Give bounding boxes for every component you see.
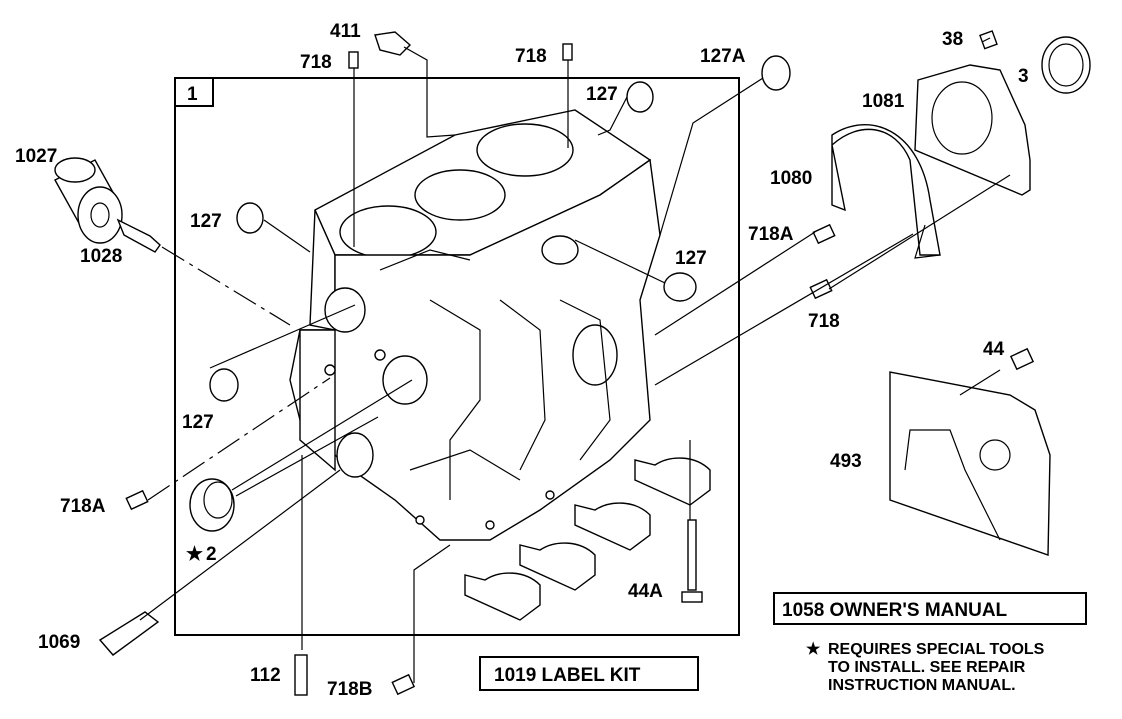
dowel-718-top-mid [562,43,573,61]
plug-127a [761,55,791,91]
callout-1081: 1081 [862,91,905,112]
callout-718a-right: 718A [748,224,794,245]
part-1069 [98,611,160,656]
dowel-718a-right [812,223,836,245]
note-star-icon: ★ [806,641,821,658]
note-line-1: REQUIRES SPECIAL TOOLS [828,641,1045,658]
callout-1080: 1080 [770,168,812,189]
callout-1028: 1028 [80,246,122,267]
owners-manual-box: 1058 OWNER'S MANUAL [773,592,1087,625]
label-kit-label: 1019 LABEL KIT [494,665,641,686]
bearing-caps [464,457,711,621]
callout-112: 112 [250,665,281,686]
callout-718-top-left: 718 [300,52,332,73]
callout-127-left: 127 [190,211,222,232]
star-icon: ★ [186,544,203,565]
seal-2 [189,478,235,532]
callout-3: 3 [1018,66,1029,87]
dowel-718a-left [125,489,149,511]
special-tools-note: ★ REQUIRES SPECIAL TOOLS TO INSTALL. SEE… [806,641,1045,694]
callout-1069: 1069 [38,632,80,653]
seal-3 [1041,36,1091,94]
callout-127a: 127A [700,46,746,67]
callout-493: 493 [830,451,862,472]
plug-127-right [663,272,697,302]
plug-127-top [626,81,654,113]
assembly-frame [174,77,740,636]
callout-labels: 411 718 718 127A 127 38 3 1081 1027 1028… [15,21,1029,700]
callout-718-top-mid: 718 [515,46,547,67]
callout-718-right: 718 [808,311,840,332]
callout-2: 2 [206,544,217,565]
bolt-44a [681,519,703,603]
callout-718a-left: 718A [60,496,106,517]
cylinder-block [289,109,661,541]
leader-lines [139,37,1011,683]
callout-1027: 1027 [15,146,57,167]
bolt-44 [1009,347,1035,371]
stud-112 [294,654,308,696]
note-line-3: INSTRUCTION MANUAL. [828,677,1016,694]
callout-127-top: 127 [586,84,618,105]
plug-127-lower [209,368,239,402]
seal-housing-1081 [914,64,1031,196]
callout-127-right: 127 [675,248,707,269]
plug-411 [374,31,412,56]
oil-filter-1027 [54,157,123,244]
dowel-718-right [809,278,833,300]
callout-718b: 718B [327,679,372,700]
note-line-2: TO INSTALL. SEE REPAIR [828,659,1026,676]
callout-38: 38 [942,29,963,50]
callout-411: 411 [330,21,361,42]
callout-127-lower: 127 [182,412,214,433]
frame-label: 1 [187,84,198,105]
fitting-1028 [116,218,161,253]
callout-44: 44 [983,339,1005,360]
gasket-1080 [831,124,941,256]
dowel-718-top-left [348,51,359,69]
callout-44a: 44A [628,581,663,602]
frame-label-box [174,77,214,107]
owners-manual-label: 1058 OWNER'S MANUAL [782,600,1008,621]
dowel-718b [391,673,416,696]
plug-127-left [236,202,264,234]
plate-493 [889,371,1051,556]
label-kit-box: 1019 LABEL KIT [479,656,699,691]
